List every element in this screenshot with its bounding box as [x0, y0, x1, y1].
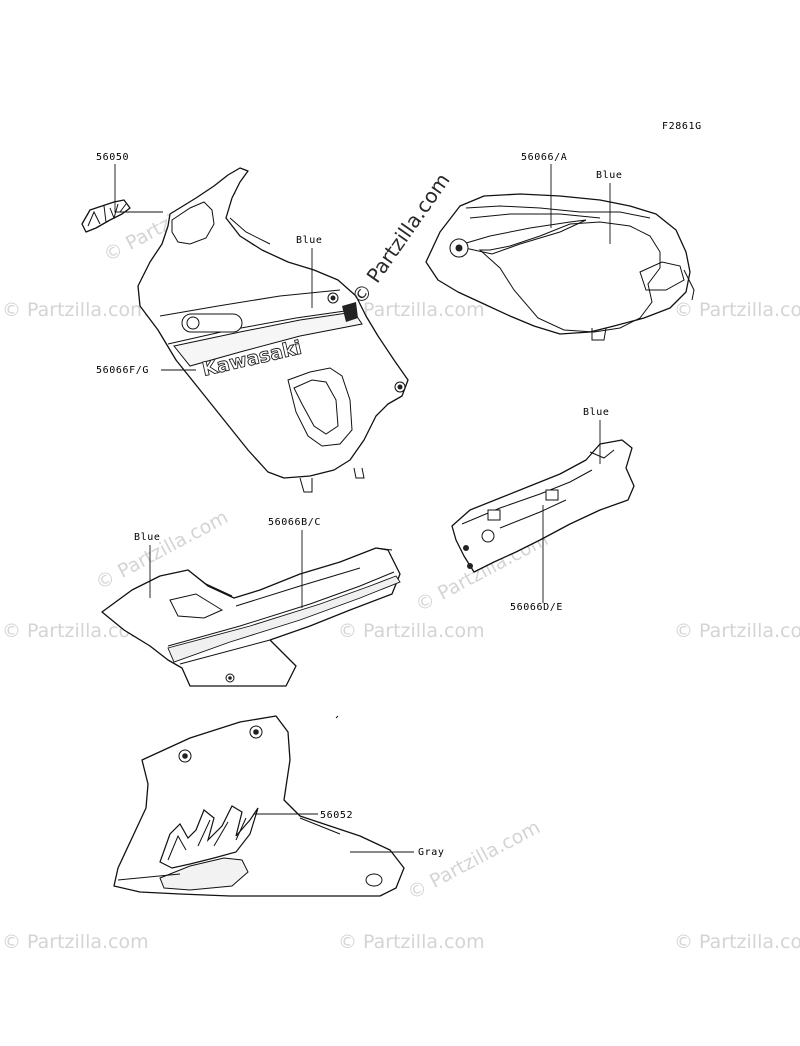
- watermark-text: © Partzilla.com: [404, 816, 544, 904]
- callout-56050: 56050: [96, 152, 129, 163]
- watermark-text: © Partzilla.com: [674, 620, 800, 642]
- callout-56052: 56052: [320, 810, 353, 821]
- watermark-text: © Partzilla.com: [2, 299, 149, 321]
- callout-56066FG: 56066F/G: [96, 365, 149, 376]
- callout-blue-side: Blue: [134, 532, 160, 543]
- part-lower-cowl: [113, 715, 405, 897]
- watermark-text: © Partzilla.com: [674, 299, 800, 321]
- callout-gray: Gray: [418, 847, 444, 858]
- callout-56066A: 56066/A: [521, 152, 567, 163]
- callout-blue-fairing: Blue: [296, 235, 322, 246]
- figure-code: F2861G: [662, 121, 702, 132]
- part-fuel-tank: [425, 193, 695, 341]
- watermark-text: © Partzilla.com: [338, 931, 485, 953]
- watermark-text: © Partzilla.com: [2, 931, 149, 953]
- callout-blue-tail: Blue: [583, 407, 609, 418]
- part-side-panel: [101, 547, 401, 687]
- leader-line: [114, 164, 163, 213]
- callout-blue-tank: Blue: [596, 170, 622, 181]
- watermark-text: © Partzilla.com: [338, 299, 485, 321]
- part-upper-fairing: [137, 167, 409, 493]
- callout-56066BC: 56066B/C: [268, 517, 321, 528]
- callout-56066DE: 56066D/E: [510, 602, 563, 613]
- watermark-text: © Partzilla.com: [338, 620, 485, 642]
- part-56050-emblem: [81, 199, 131, 233]
- watermark-text: © Partzilla.com: [674, 931, 800, 953]
- watermark-text: © Partzilla.com: [2, 620, 149, 642]
